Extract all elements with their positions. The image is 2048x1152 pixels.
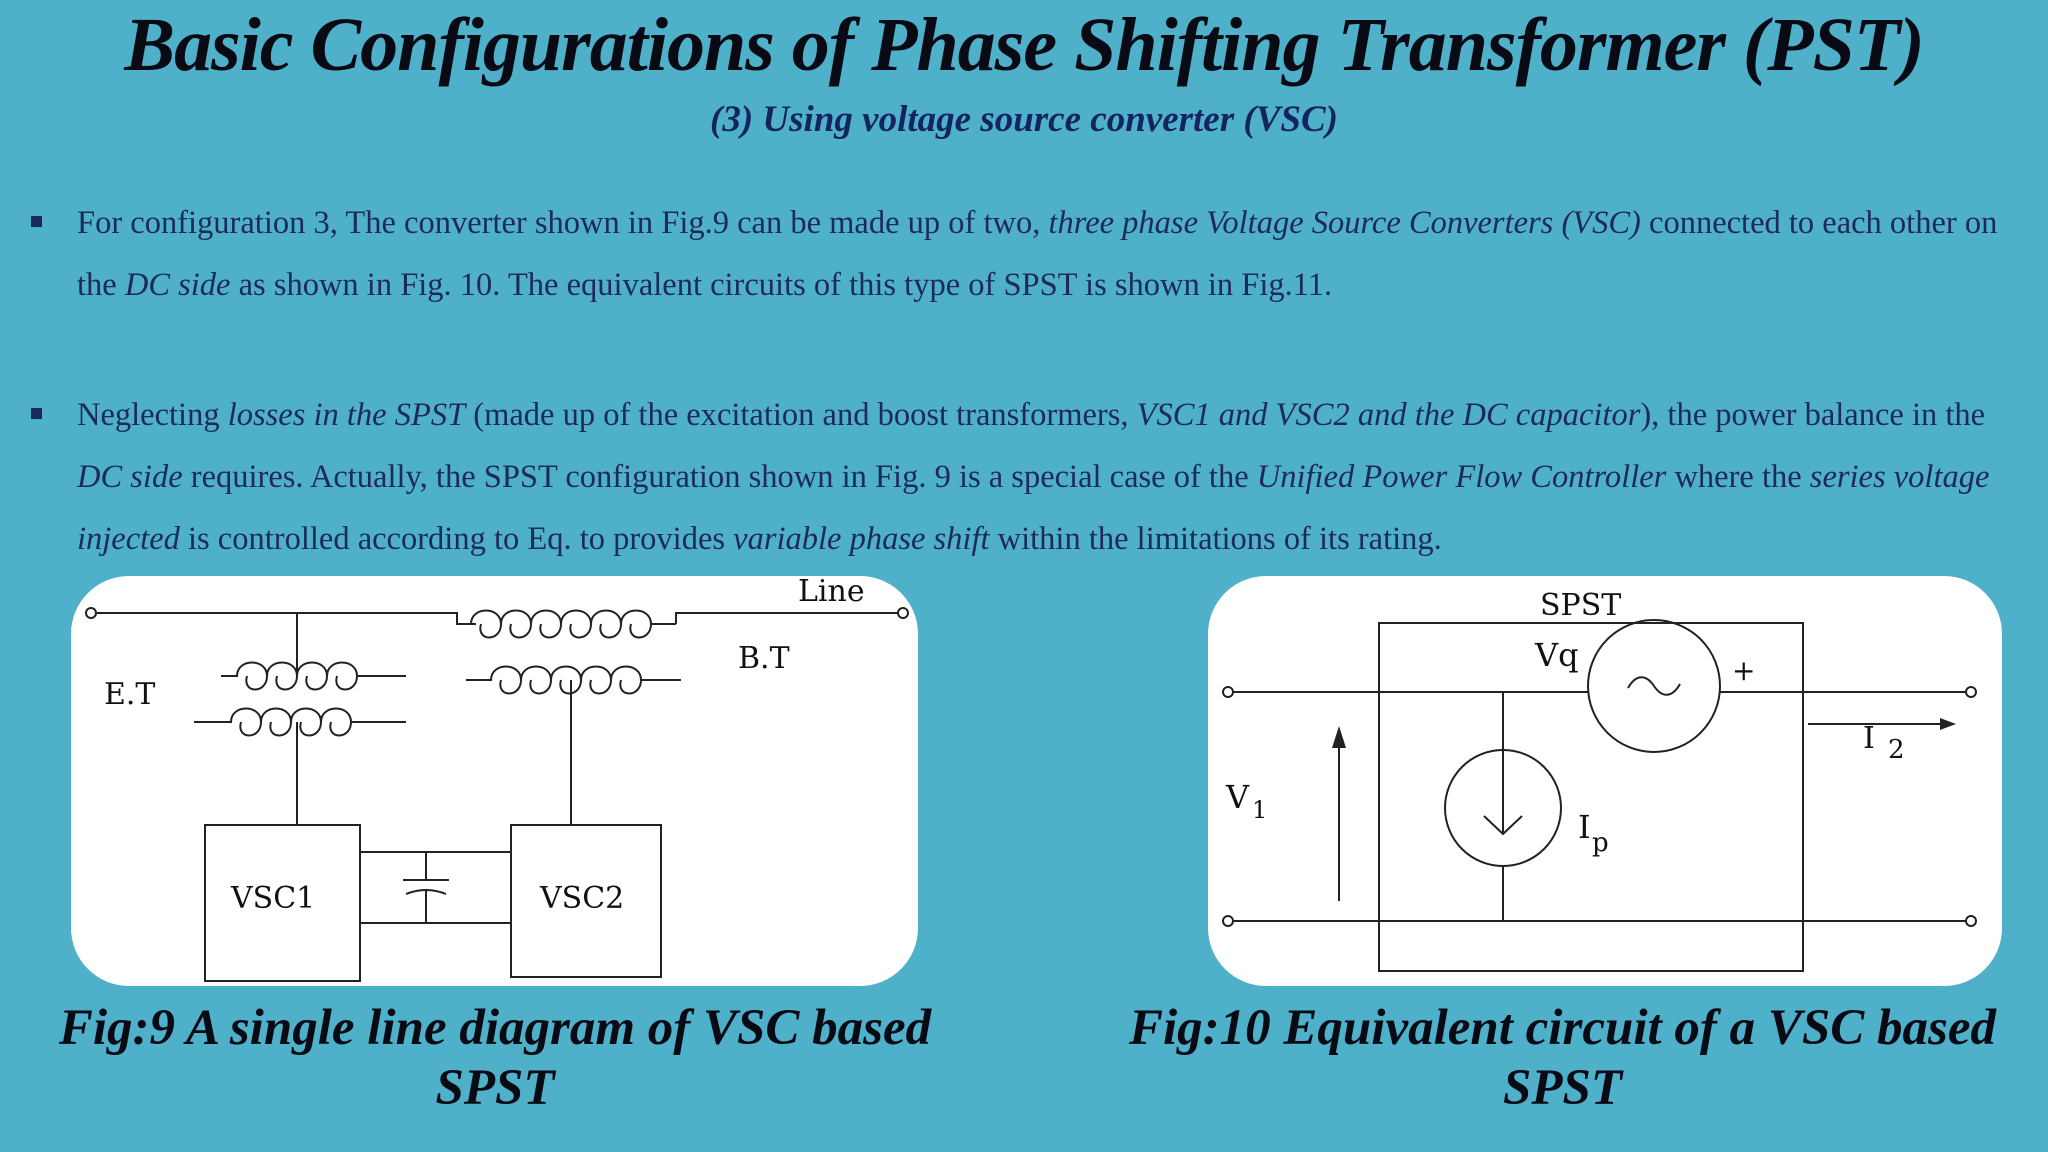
text-span: requires. Actually, the SPST configurati… (182, 459, 1257, 495)
vsc1-box (204, 824, 361, 982)
emphasis-text: series voltage injected (77, 459, 1990, 557)
et-primary-winding (221, 661, 406, 691)
fig10-caption-line2: SPST (1502, 1060, 1623, 1116)
emphasis-text: variable phase shift (733, 521, 990, 557)
fig10-label-v1-sub: 1 (1252, 796, 1267, 824)
bt-series-winding (470, 609, 676, 639)
fig9-caption-line2: SPST (435, 1060, 555, 1116)
text-span: connected to each other on the (77, 205, 1998, 303)
emphasis-text: VSC1 and VSC2 and the DC capacitor (1136, 397, 1641, 433)
fig9-label-et: E.T (104, 677, 155, 712)
fig10-diagram-card: SPST Vq + I 2 V 1 I p (1208, 576, 2002, 986)
emphasis-text: losses in the SPST (227, 397, 466, 433)
fig10-label-spst: SPST (1540, 588, 1621, 623)
current-source-ip (1444, 749, 1562, 867)
text-span: (made up of the excitation and boost tra… (465, 397, 1137, 433)
current-down-arrow-icon (1483, 776, 1523, 836)
fig9-caption-line1: Fig:9 A single line diagram of VSC based (58, 1000, 932, 1056)
text-span: where the (1666, 459, 1810, 495)
line-terminal-left (85, 607, 97, 619)
bullet-square-icon (31, 216, 42, 227)
emphasis-text: DC side (77, 459, 183, 495)
bt-secondary-winding (466, 665, 681, 695)
ac-sine-icon (1627, 676, 1681, 696)
v1-arrow-head-icon (1332, 726, 1346, 748)
bullet-square-icon (31, 408, 42, 419)
fig9-diagram-card: Line E.T B.T VSC1 VSC2 (71, 576, 918, 986)
fig10-label-plus: + (1732, 654, 1755, 687)
text-span: For configuration 3, The converter shown… (77, 205, 1049, 241)
text-span: Neglecting (77, 397, 228, 433)
slide-subtitle: (3) Using voltage source converter (VSC) (710, 99, 1338, 140)
fig10-label-i2: I (1863, 721, 1875, 756)
fig10-caption: Fig:10 Equivalent circuit of a VSC based… (1105, 998, 2020, 1118)
terminal-bottom-right (1965, 915, 1977, 927)
fig9-label-vsc2: VSC2 (539, 881, 624, 916)
text-span: is controlled according to Eq. to provid… (179, 521, 734, 557)
line-right-segment (675, 612, 898, 624)
emphasis-text: Unified Power Flow Controller (1256, 459, 1667, 495)
fig9-single-line-diagram: Line E.T B.T VSC1 VSC2 (85, 576, 909, 982)
fig10-label-vq: Vq (1534, 636, 1579, 674)
fig9-label-line: Line (798, 576, 865, 609)
emphasis-text: DC side (124, 267, 231, 303)
et-secondary-winding (194, 707, 406, 737)
slide-title: Basic Configurations of Phase Shifting T… (124, 3, 1924, 87)
dc-capacitor-icon (403, 852, 449, 923)
bullet-text-2: Neglecting losses in the SPST (made up o… (77, 384, 2027, 570)
fig10-caption-line1: Fig:10 Equivalent circuit of a VSC based (1128, 1000, 1997, 1056)
text-span: ), the power balance in the (1640, 397, 1986, 433)
voltage-source-vq (1587, 619, 1721, 753)
spst-boundary-box (1378, 622, 1804, 972)
fig9-label-bt: B.T (738, 641, 790, 676)
terminal-top-left (1222, 686, 1234, 698)
emphasis-text: three phase Voltage Source Converters (V… (1048, 205, 1641, 241)
fig10-label-ip-sub: p (1592, 828, 1609, 858)
bullet-text-1: For configuration 3, The converter shown… (77, 192, 2027, 316)
fig10-equivalent-circuit: SPST Vq + I 2 V 1 I p (1222, 588, 1977, 972)
fig9-caption: Fig:9 A single line diagram of VSC based… (30, 998, 960, 1118)
fig10-label-i2-sub: 2 (1888, 735, 1905, 765)
terminal-bottom-left (1222, 915, 1234, 927)
text-span: within the limitations of its rating. (989, 521, 1442, 557)
terminal-top-right (1965, 686, 1977, 698)
vsc2-box (510, 824, 662, 978)
text-span: as shown in Fig. 10. The equivalent circ… (230, 267, 1333, 303)
line-terminal-right (897, 607, 909, 619)
fig10-label-ip: I (1578, 808, 1591, 846)
fig10-label-v1: V (1225, 778, 1250, 816)
i2-arrow-head-icon (1940, 718, 1956, 730)
line-left-segment (96, 612, 476, 625)
fig9-label-vsc1: VSC1 (230, 881, 315, 916)
